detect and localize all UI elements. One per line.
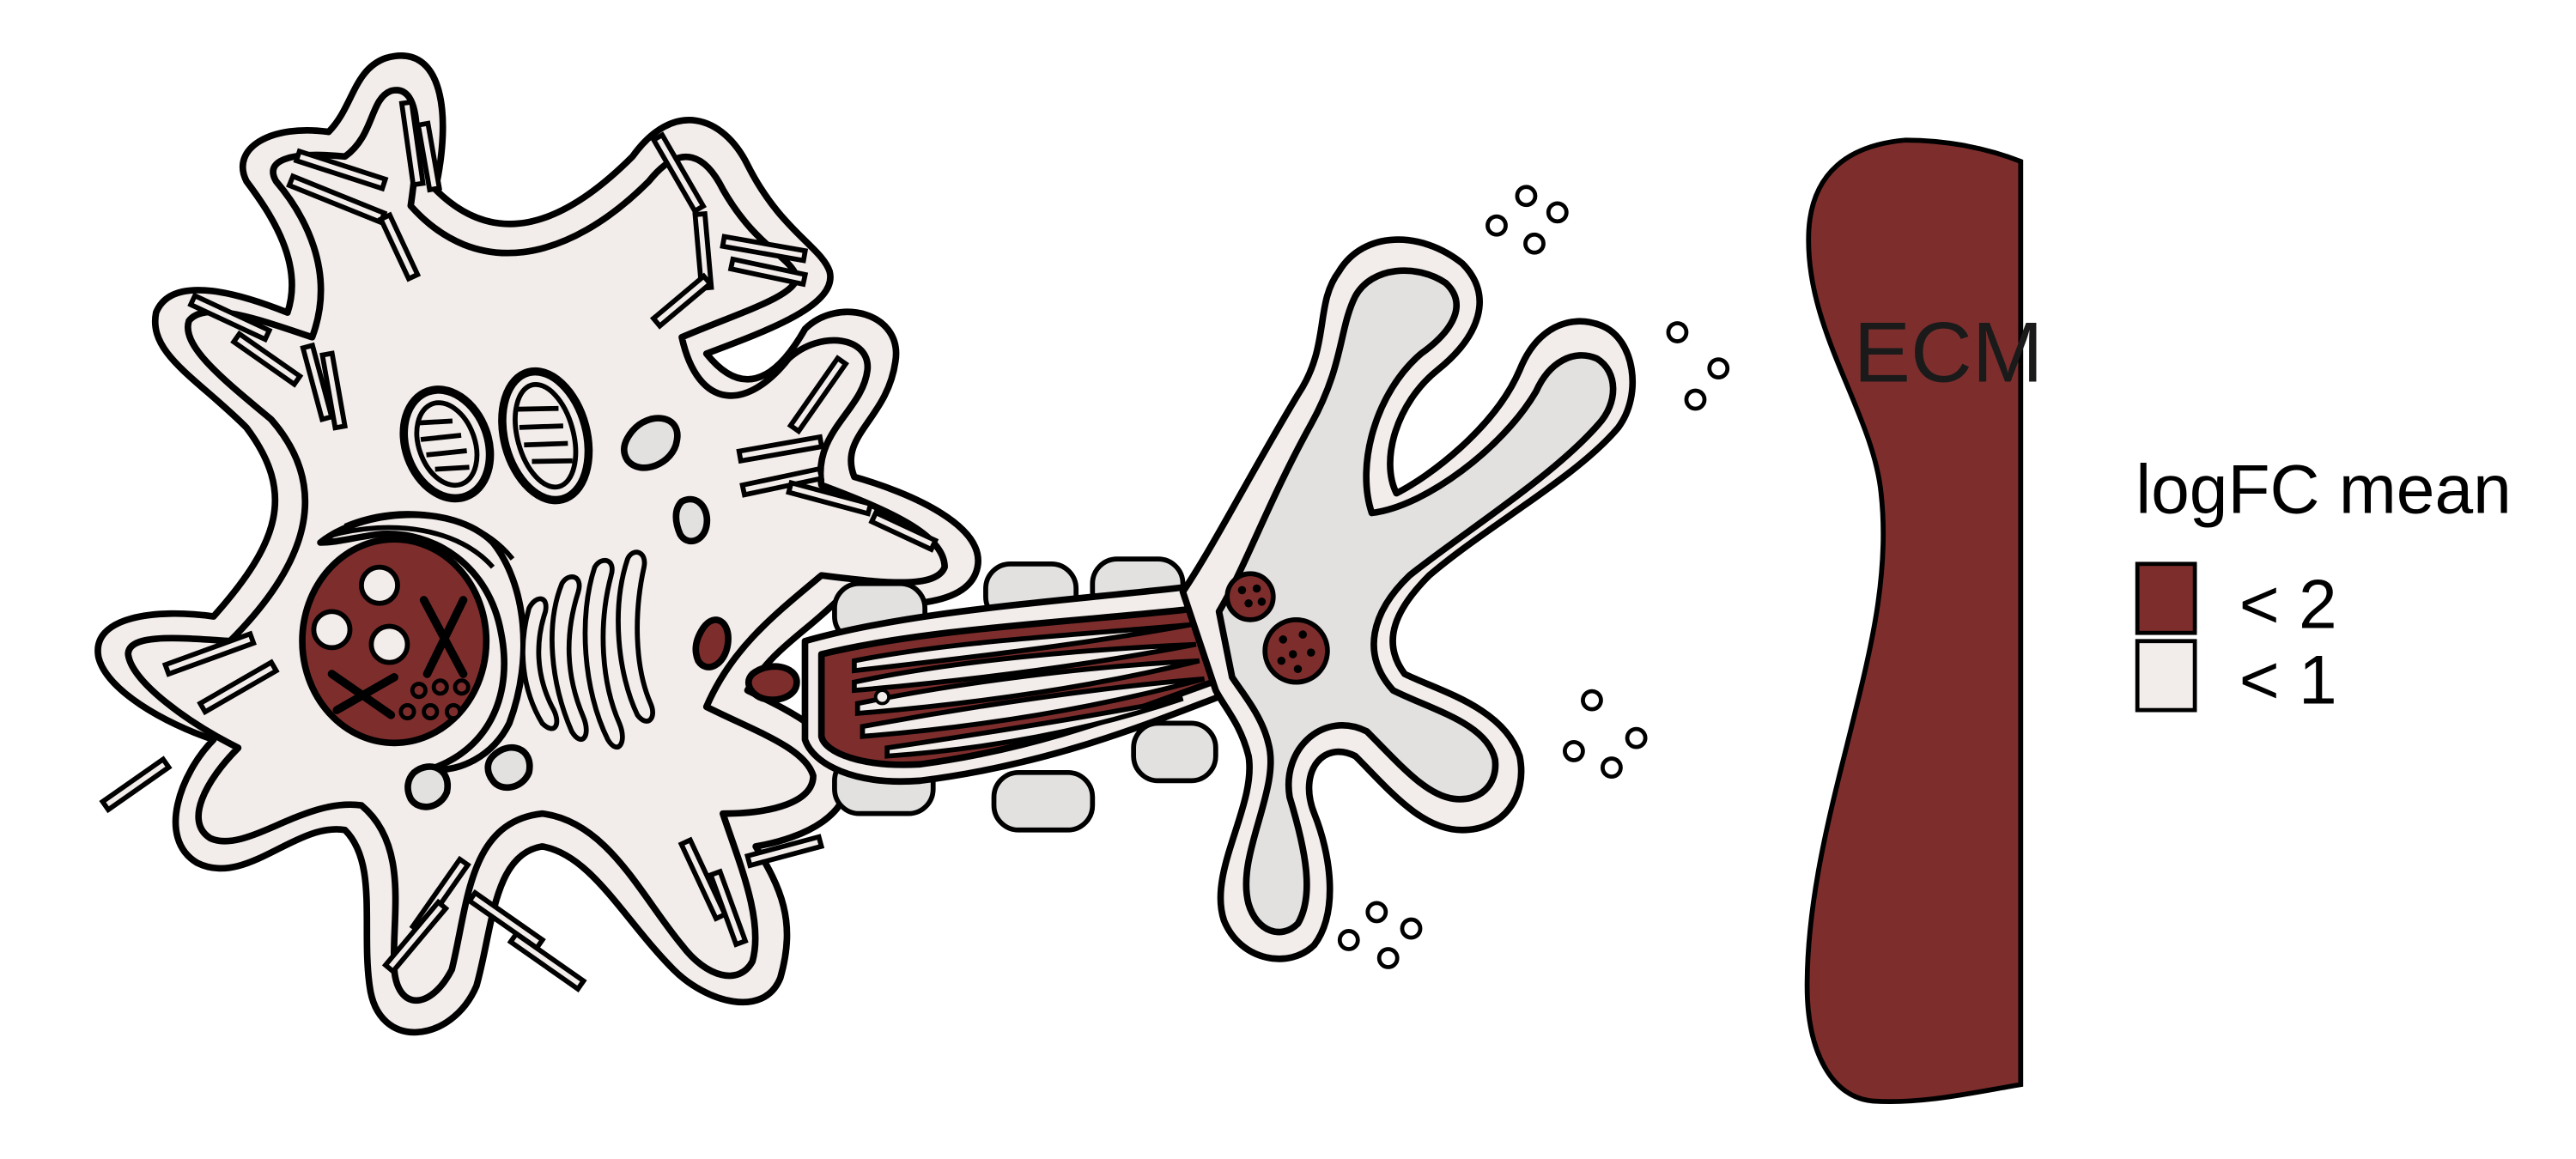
dense-granule-vesicle bbox=[1224, 571, 1276, 622]
gray-cell bbox=[1179, 236, 1637, 962]
legend-swatch-high bbox=[2135, 561, 2197, 635]
vesicle bbox=[620, 415, 681, 471]
ecm-label: ECM bbox=[1854, 305, 2044, 400]
chromosome bbox=[327, 596, 468, 719]
nucleolus bbox=[359, 564, 400, 606]
nucleus-marker bbox=[873, 689, 890, 706]
myofibrils bbox=[852, 622, 1206, 759]
muscle-fiber-bundle bbox=[801, 556, 1239, 833]
extracellular-vesicles bbox=[1337, 185, 1730, 969]
gray-cell-cytoplasm bbox=[1215, 267, 1617, 936]
endoplasmic-reticulum-inner bbox=[327, 511, 515, 569]
granule bbox=[404, 763, 452, 810]
legend-swatch-low bbox=[2135, 639, 2197, 713]
secretory-vesicle bbox=[745, 663, 800, 703]
dense-granule-vesicle bbox=[1262, 617, 1330, 685]
ecm-block bbox=[1804, 137, 2024, 1104]
legend-label-low: < 1 bbox=[2239, 641, 2337, 719]
granule bbox=[484, 744, 533, 792]
golgi-apparatus bbox=[520, 549, 655, 749]
mitochondrion-2 bbox=[498, 367, 593, 505]
nucleolus bbox=[311, 609, 353, 651]
legend: logFC mean < 2 < 1 bbox=[2135, 452, 2512, 719]
chromatin-granules bbox=[398, 678, 471, 721]
fibroblast-cytoplasm bbox=[125, 87, 948, 1004]
legend-label-high: < 2 bbox=[2239, 566, 2337, 643]
vesicle bbox=[672, 495, 711, 545]
actin-fibers bbox=[99, 99, 939, 992]
nucleolus bbox=[368, 623, 410, 665]
fibroblast-cell bbox=[94, 52, 981, 1036]
mitochondrion-1 bbox=[399, 385, 495, 503]
secretory-vesicle bbox=[692, 616, 732, 671]
legend-title: logFC mean bbox=[2136, 452, 2512, 529]
ecm-region: ECM bbox=[1804, 137, 2044, 1104]
